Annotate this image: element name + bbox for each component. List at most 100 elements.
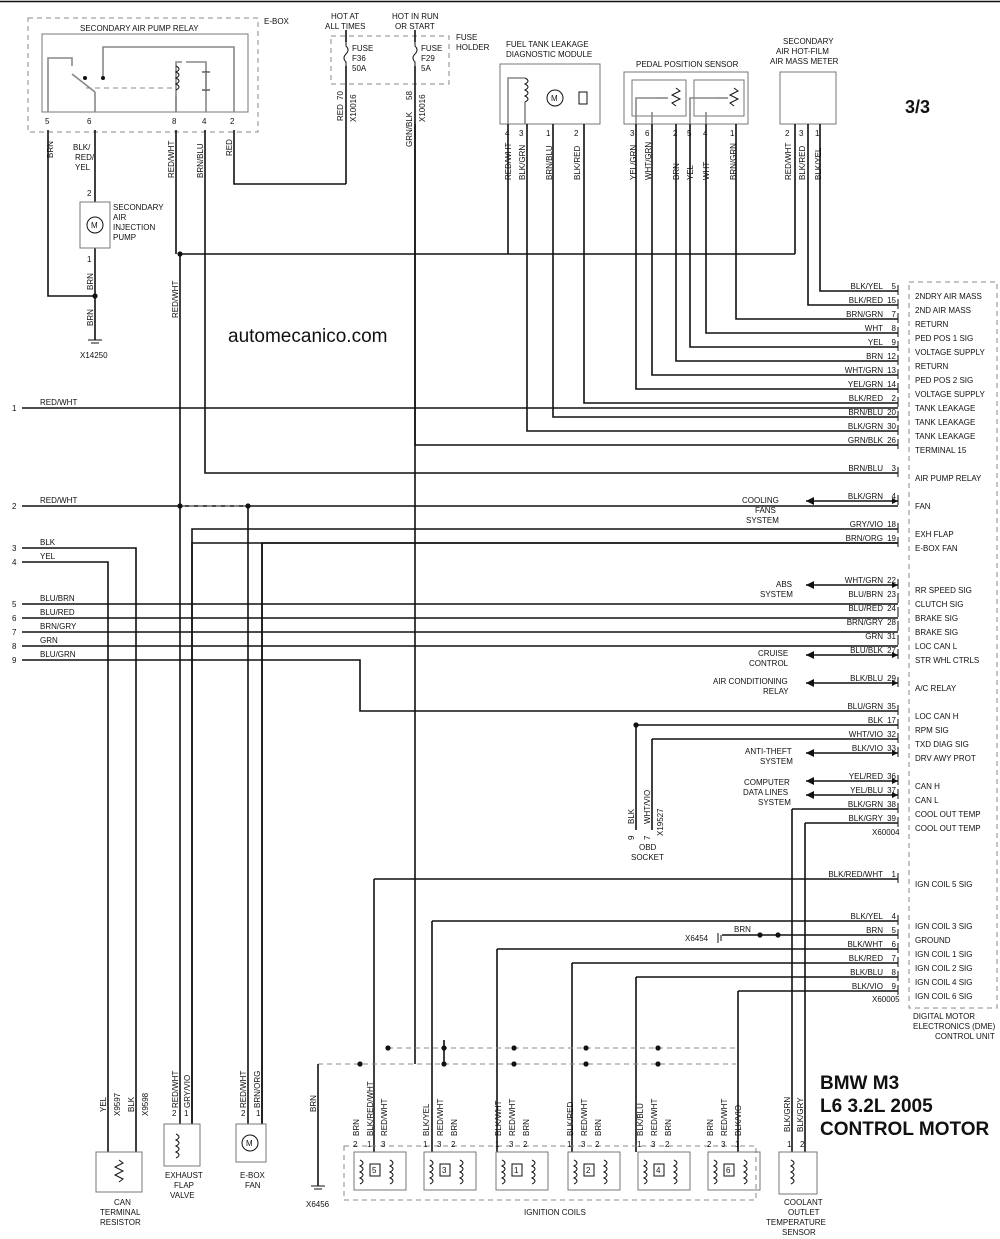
dme-wire-color: YEL/BLU (850, 786, 883, 795)
ignition-coil (707, 1151, 761, 1191)
dme-wire-color: YEL/GRN (848, 380, 883, 389)
fan-wire-redwht: RED/WHT (239, 1071, 248, 1108)
hot-at-all-times-1: HOT AT (331, 12, 359, 21)
red-wht-vertical: RED/WHT (171, 281, 180, 318)
wire (819, 124, 898, 292)
arrow-icon (892, 498, 898, 504)
left-wire-color: GRN (40, 636, 58, 645)
dme-pin-number: 37 (887, 786, 896, 795)
splice-dot (583, 1061, 589, 1067)
secondary-air-pump-relay: E-BOX SECONDARY AIR PUMP RELAY 5 6 8 4 2 (27, 17, 290, 133)
coil-winding (458, 1159, 464, 1185)
dme-wire-color: BLK (868, 716, 884, 725)
dme-wire-color: BLK/RED (849, 394, 883, 403)
dme-wire-color: BRN (866, 926, 883, 935)
arrow-icon (892, 778, 898, 784)
wire (689, 124, 898, 348)
pedal-position-sensor: PEDAL POSITION SENSOR (623, 60, 749, 125)
dme-pin-label: TERMINAL 15 (915, 446, 967, 455)
maf-title-2: AIR HOT-FILM (776, 47, 829, 56)
left-wire-color: RED/WHT (40, 496, 77, 505)
cts-label-1: COOLANT (784, 1198, 823, 1207)
dme-pin-label: VOLTAGE SUPPLY (915, 348, 985, 357)
fuse-f36-l2: F36 (352, 54, 366, 63)
dme-pin-number: 7 (892, 310, 897, 319)
dme-pin-number: 33 (887, 744, 896, 753)
computer-2: DATA LINES (743, 788, 788, 797)
exh-label-1: EXHAUST (165, 1171, 203, 1180)
pump-label-2: AIR (113, 213, 127, 222)
dme-wire-color: BLK/GRN (848, 422, 883, 431)
ignition-coil (353, 1151, 407, 1191)
pps-pin: 6 (645, 129, 650, 138)
relay-pin-8: 8 (172, 117, 177, 126)
title-line-1: BMW M3 (820, 1073, 899, 1094)
coil-winding (672, 1159, 678, 1185)
ebox-fan: M 2 1 E-BOX FAN (235, 1109, 267, 1190)
fuel-tank-leakage-module: FUEL TANK LEAKAGE DIAGNOSTIC MODULE M (499, 40, 601, 125)
relay-p6-wire-2: RED/ (75, 153, 95, 162)
dme-pin-label: GROUND (915, 936, 951, 945)
coil-pin: 3 (651, 1140, 656, 1149)
pump-wire: BRN (86, 273, 95, 290)
coil-wire: BLK/RED (566, 1102, 575, 1136)
dme-wire-color: BLK/GRY (848, 814, 883, 823)
dme-pin-label: FAN (915, 502, 931, 511)
arrow-icon (892, 582, 898, 588)
dme-wire-color: GRN (865, 632, 883, 641)
left-pin-number: 1 (12, 404, 17, 413)
fuse-f36-l1: FUSE (352, 44, 373, 53)
exh-label-2: FLAP (174, 1181, 194, 1190)
dme-pin-number: 38 (887, 800, 896, 809)
can-wire-yel: YEL (99, 1096, 108, 1112)
exh-wire-redwht: RED/WHT (171, 1071, 180, 1108)
cruise-2: CONTROL (749, 659, 789, 668)
coil-wire: BRN (450, 1119, 459, 1136)
left-wire-color: BLU/BRN (40, 594, 75, 603)
coil-pin: 1 (735, 1140, 740, 1149)
dme-wire-color: WHT (865, 324, 883, 333)
pump-label-4: PUMP (113, 233, 136, 242)
fuse-holder-label-1: FUSE (456, 33, 477, 42)
dme-pin-number: 39 (887, 814, 896, 823)
coil-number: 5 (372, 1166, 377, 1175)
dme-pin-label: AIR PUMP RELAY (915, 474, 982, 483)
fan-label-1: E-BOX (240, 1171, 266, 1180)
coil-wire: BRN (522, 1119, 531, 1136)
dme-pin-label: EXH FLAP (915, 530, 954, 539)
watermark: automecanico.com (228, 326, 387, 347)
obd-label-1: OBD (639, 843, 657, 852)
arrow-icon (806, 777, 814, 785)
dme-pin-number: 30 (887, 422, 896, 431)
pps-pin: 4 (703, 129, 708, 138)
wire (22, 659, 898, 712)
dme-pin-label: BRAKE SIG (915, 628, 958, 637)
fuse-f29-pin: 58 (405, 91, 414, 100)
ground-x6454-wire: BRN (734, 925, 751, 934)
dme-pin-number: 6 (892, 940, 897, 949)
dme-pin-label: TXD DIAG SIG (915, 740, 969, 749)
ground-x14250: X14250 (80, 296, 108, 360)
wire (47, 130, 95, 297)
wire (635, 97, 656, 124)
dme-pin-number: 19 (887, 534, 896, 543)
can-wire-blk: BLK (127, 1096, 136, 1112)
arrow-icon (806, 679, 814, 687)
coil-pin: 2 (665, 1140, 670, 1149)
ignition-coil (495, 1151, 549, 1191)
dme-pin-label: PED POS 2 SIG (915, 376, 973, 385)
wires (22, 97, 898, 1152)
ignition-coil (567, 1151, 621, 1191)
relay-pin-4: 4 (202, 117, 207, 126)
maf-pin: 2 (785, 129, 790, 138)
dme-conn-x60005: X60005 (872, 995, 900, 1004)
fan-label-2: FAN (245, 1181, 261, 1190)
fuse-f36-wire: RED (336, 104, 345, 121)
can-label-1: CAN (114, 1198, 131, 1207)
pps-wire: WHT (702, 162, 711, 180)
dme-wire-color: BLK/VIO (852, 744, 883, 753)
exhaust-flap-valve: 2 1 EXHAUST FLAP VALVE (163, 1109, 203, 1200)
dme-pin-label: DRV AWY PROT (915, 754, 976, 763)
pps-wire: YEL (686, 164, 695, 180)
